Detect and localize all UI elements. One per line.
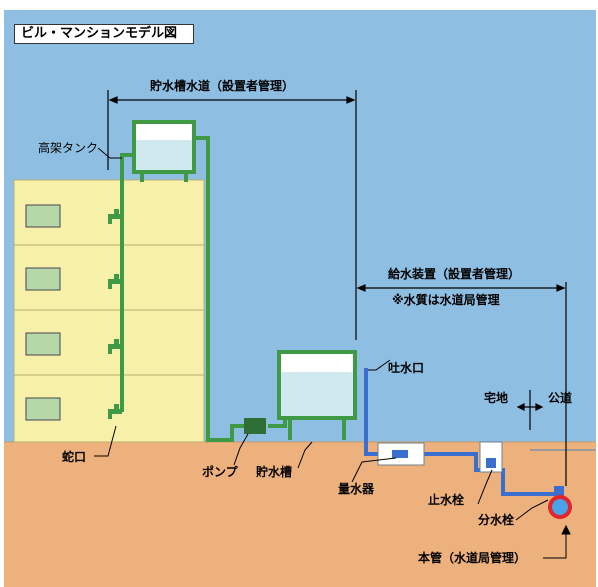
label-water-quality-note: ※水質は水道局管理: [392, 292, 500, 307]
stop-valve: [479, 441, 503, 473]
label-private-land: 宅地: [484, 390, 508, 405]
labels: 貯水槽水道（設置者管理） 高架タンク 給水装置（設置者管理） ※水質は水道局管理…: [38, 78, 572, 565]
label-faucet: 蛇口: [62, 449, 86, 464]
label-stop-valve: 止水栓: [428, 492, 464, 507]
label-meter: 量水器: [338, 481, 375, 496]
label-pump: ポンプ: [202, 464, 239, 479]
label-storage-tank: 貯水槽: [256, 464, 292, 479]
main-pipe: [548, 486, 572, 519]
label-public-road: 公道: [548, 390, 572, 405]
pump: [244, 418, 266, 434]
water-meter: [377, 442, 425, 466]
label-main-pipe: 本管（水道局管理）: [418, 550, 526, 565]
label-spout: 吐水口: [388, 360, 424, 375]
leader-lines: [94, 147, 571, 559]
window: [25, 397, 61, 421]
label-elevated-tank: 高架タンク: [38, 140, 98, 155]
storage-tank: [277, 350, 357, 440]
diagram-title: ビル・マンションモデル図: [14, 24, 194, 44]
label-branch-valve: 分水栓: [478, 512, 514, 527]
window: [25, 332, 61, 356]
elevated-tank: [132, 120, 196, 182]
window: [25, 267, 61, 291]
dimension-lines: [107, 90, 567, 486]
window: [25, 204, 61, 228]
label-supply-device: 給水装置（設置者管理）: [388, 266, 520, 281]
blue-pipe: [364, 368, 558, 496]
faucet-icon: [108, 404, 122, 419]
label-storage-main: 貯水槽水道（設置者管理）: [150, 78, 294, 93]
